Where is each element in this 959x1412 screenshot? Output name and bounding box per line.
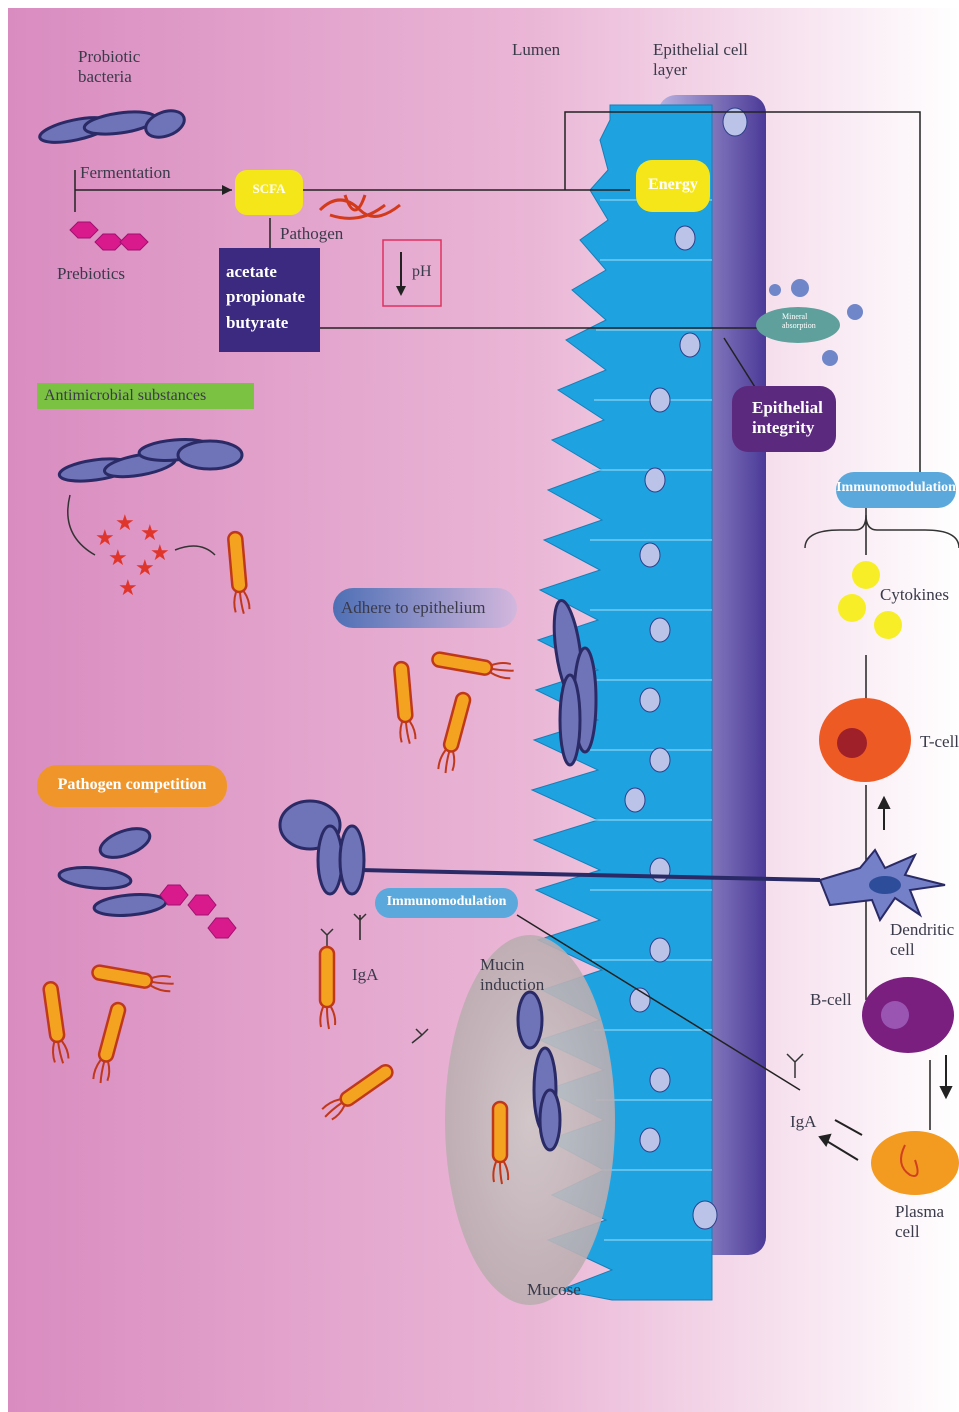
integrity-label: Epithelial integrity [752, 398, 823, 439]
svg-text:★: ★ [150, 540, 170, 565]
acetate-label: acetate [226, 262, 277, 282]
b-cell-label: B-cell [810, 990, 852, 1010]
immuno-center-label: Immunomodulation [375, 894, 518, 910]
butyrate-label: butyrate [226, 313, 288, 333]
probiotic-label: Probiotic bacteria [78, 47, 140, 88]
energy-label: Energy [636, 176, 710, 194]
svg-text:★: ★ [115, 510, 135, 535]
ph-label: pH [412, 262, 432, 281]
mucin-label: Mucin induction [480, 955, 544, 996]
svg-text:★: ★ [108, 545, 128, 570]
svg-text:★: ★ [118, 575, 138, 600]
dendritic-label: Dendritic cell [890, 920, 954, 961]
mineral-label: Mineral absorption [782, 313, 816, 331]
antimicrobial-label: Antimicrobial substances [44, 386, 206, 405]
pathogen-label: Pathogen [280, 224, 343, 244]
iga-right-label: IgA [790, 1112, 816, 1132]
fermentation-label: Fermentation [80, 163, 171, 183]
immuno-right-label: Immunomodulation [836, 480, 956, 496]
adhere-label: Adhere to epithelium [341, 598, 485, 618]
propionate-label: propionate [226, 287, 305, 307]
cytokines-label: Cytokines [880, 585, 949, 605]
mucose-label: Mucose [527, 1280, 581, 1300]
scfa-label: SCFA [235, 181, 303, 197]
prebiotics-label: Prebiotics [57, 264, 125, 284]
t-cell-label: T-cell [920, 732, 959, 752]
plasma-label: Plasma cell [895, 1202, 944, 1243]
lumen-label: Lumen [512, 40, 560, 60]
iga-left-label: IgA [352, 965, 378, 985]
epithelial-layer-label: Epithelial cell layer [653, 40, 748, 81]
competition-label: Pathogen competition [37, 776, 227, 794]
